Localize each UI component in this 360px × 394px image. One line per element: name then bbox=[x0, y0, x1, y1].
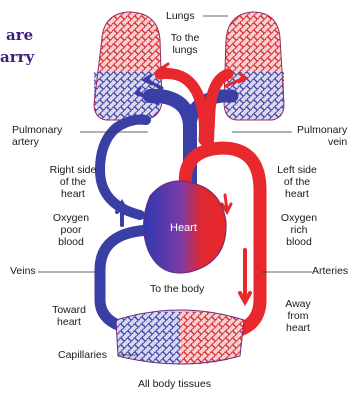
partial-text-line-1: are bbox=[6, 26, 33, 44]
capillary-bed bbox=[116, 310, 244, 364]
right-lung bbox=[224, 12, 284, 120]
lungs-label: Lungs bbox=[166, 10, 195, 22]
to-lungs-label: To thelungs bbox=[160, 32, 210, 56]
veins-label: Veins bbox=[10, 265, 36, 277]
capillaries-label: Capillaries bbox=[58, 349, 107, 361]
pulmonary-artery-label: Pulmonaryartery bbox=[12, 124, 62, 148]
left-lung bbox=[94, 12, 162, 120]
heart-label: Heart bbox=[170, 222, 197, 234]
all-body-tissues-label: All body tissues bbox=[138, 378, 211, 390]
away-from-heart-label: Awayfromheart bbox=[278, 298, 318, 334]
oxygen-rich-label: Oxygenrichblood bbox=[274, 212, 324, 248]
pulmonary-vein-label: Pulmonaryvein bbox=[297, 124, 347, 148]
to-body-label: To the body bbox=[150, 283, 204, 295]
toward-heart-label: Towardheart bbox=[46, 304, 92, 328]
right-side-heart-label: Right sideof theheart bbox=[44, 164, 102, 200]
partial-text-line-2: arry bbox=[0, 48, 34, 66]
arteries-label: Arteries bbox=[312, 265, 348, 277]
vein-main bbox=[100, 230, 150, 326]
oxygen-poor-label: Oxygenpoorblood bbox=[46, 212, 96, 248]
left-side-heart-label: Left sideof theheart bbox=[268, 164, 326, 200]
